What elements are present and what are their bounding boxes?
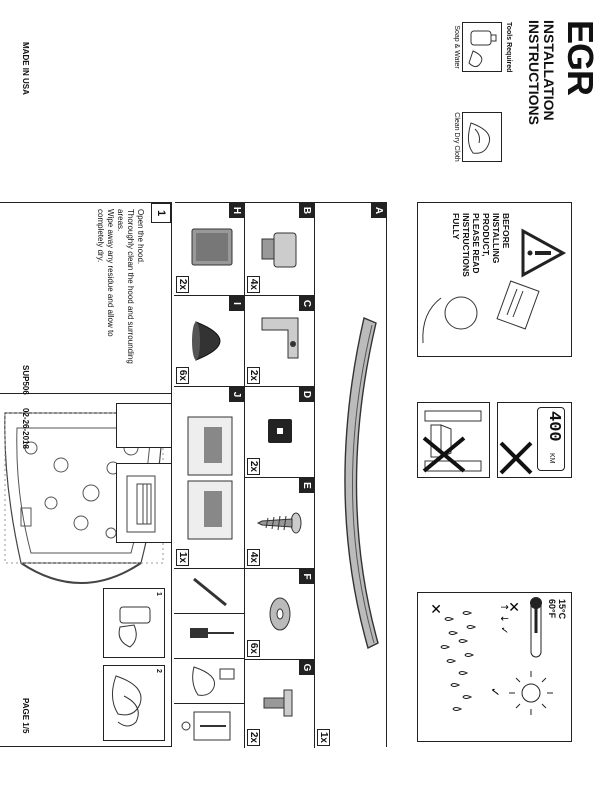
screwdriver-icon: [190, 628, 234, 638]
tool-cell-cleaning: [174, 659, 244, 704]
washer-icon: [269, 597, 291, 631]
part-cell-i: I 6x: [174, 296, 244, 387]
part-cell-h: H 2x: [174, 203, 244, 296]
no-high-speed-panel: 400 KM: [497, 402, 572, 478]
sun-icon: ✓: [488, 671, 553, 715]
part-qty: 2x: [176, 275, 189, 293]
tool-cloth-label: Clean Dry Cloth: [453, 112, 460, 162]
soap-bottle-icon: [468, 30, 497, 68]
title-instructions: INSTRUCTIONS: [526, 20, 542, 125]
sub-step-1: 1: [103, 588, 165, 658]
part-qty: 6x: [176, 366, 189, 384]
clip-icon: [261, 232, 297, 268]
cleaning-hands-icon: [192, 666, 235, 696]
part-cell-e: E 4x: [244, 478, 314, 569]
spray-bottle-icon: [118, 606, 151, 648]
drill-bit-icon: [181, 711, 231, 741]
no-carwash-panel: [417, 402, 490, 478]
pad-icon: [268, 419, 292, 443]
title-installation: INSTALLATION: [541, 20, 557, 121]
part-cell-c: C 2x: [244, 296, 314, 387]
svg-text:↑ ↓ ✓: ↑ ↓ ✓: [498, 603, 509, 635]
step-1-panel: 1 Open the hood. Thoroughly clean the ho…: [0, 202, 172, 747]
tool-cell-drill: [174, 704, 244, 748]
temperature-panel: 15°C 60°F ↑ ↓ ✓ ✕ ✓: [417, 592, 572, 742]
tool-cloth: [462, 112, 502, 162]
svg-text:✕: ✕: [427, 603, 443, 615]
part-qty: 2x: [247, 728, 260, 746]
bracket-icon: [261, 317, 299, 359]
tools-required-label: Tools Required: [505, 22, 512, 73]
hood-deflector-icon: [344, 317, 379, 650]
part-qty: 6x: [247, 639, 260, 657]
parts-grid: A 1x B 4x C 2x D: [174, 202, 387, 748]
pencil-icon: [193, 577, 227, 607]
alcohol-wipe-icon: [191, 228, 233, 266]
carwash-icon: [422, 410, 482, 473]
part-qty: 2x: [247, 366, 260, 384]
bolt-icon: [263, 689, 293, 717]
warning-triangle-icon: [521, 228, 567, 278]
part-qty: 4x: [247, 548, 260, 566]
part-qty: 1x: [317, 728, 330, 746]
part-cell-f: F 6x: [244, 569, 314, 660]
wiping-hands-icon: [112, 675, 142, 727]
egr-logo: EGR: [560, 20, 601, 96]
inset-truck-front: [116, 463, 172, 543]
tool-soap-water: [462, 22, 502, 72]
svg-text:✕: ✕: [505, 601, 521, 613]
sub-step-2: 2: [103, 665, 165, 741]
part-cell-g: G 2x: [244, 660, 314, 748]
part-cell-d: D 2x: [244, 387, 314, 478]
instruction-card-icon: [187, 416, 233, 540]
reading-person-icon: [422, 280, 540, 344]
no-speed-cross-icon: [499, 441, 533, 475]
part-qty: 1x: [176, 548, 189, 566]
tool-cell-screwdriver: [174, 614, 244, 659]
part-qty: 2x: [247, 457, 260, 475]
tool-soap-water-label: Soap & Water: [453, 25, 460, 69]
truck-front-icon: [126, 475, 156, 533]
thermometer-icon: ↑ ↓ ✓ ✕: [498, 597, 542, 658]
inset-hood-open: [116, 403, 172, 448]
tool-cell-pencil: [174, 569, 244, 614]
bumper-icon: [192, 321, 221, 361]
rain-icon: ✕: [427, 603, 477, 711]
part-cell-a: A 1x: [314, 203, 386, 748]
screw-icon: [256, 512, 302, 534]
part-cell-j: J 1x: [174, 387, 244, 569]
part-qty: 4x: [247, 275, 260, 293]
cloth-hand-icon: [467, 122, 491, 154]
part-cell-b: B 4x: [244, 203, 314, 296]
warning-panel: BEFORE INSTALLING PRODUCT, PLEASE READ I…: [417, 202, 572, 357]
svg-text:✓: ✓: [488, 687, 502, 697]
